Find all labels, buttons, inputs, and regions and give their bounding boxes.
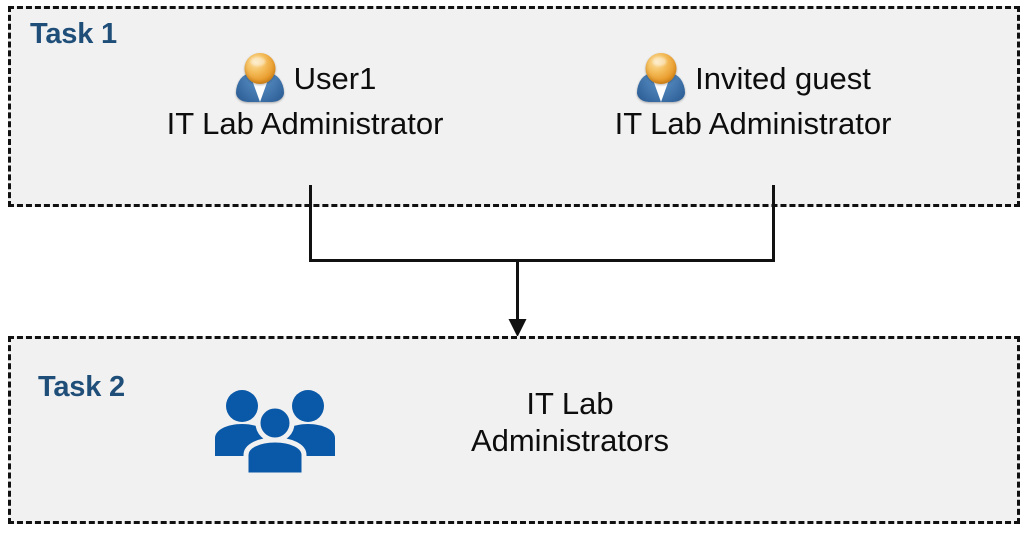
group-label: IT Lab Administrators	[395, 386, 745, 459]
task-2-label: Task 2	[38, 371, 125, 403]
person-user1-role: IT Lab Administrator	[166, 106, 444, 141]
single-user-icon	[234, 53, 286, 103]
task-2-container	[8, 336, 1020, 524]
user-group-icon	[215, 390, 335, 476]
task-1-label: Task 1	[30, 18, 117, 50]
person-invited-guest: Invited guest IT Lab Administrator	[573, 52, 933, 139]
person-invited-guest-role: IT Lab Administrator	[614, 106, 892, 141]
group-label-line2: Administrators	[470, 422, 670, 458]
group-label-line1: IT Lab	[526, 386, 614, 421]
arrowhead-icon	[508, 319, 527, 337]
single-user-icon	[635, 53, 687, 103]
person-user1: User1 IT Lab Administrator	[125, 52, 485, 139]
person-user1-name: User1	[293, 60, 377, 96]
task-1-container	[8, 6, 1020, 207]
person-invited-guest-name: Invited guest	[695, 60, 871, 96]
